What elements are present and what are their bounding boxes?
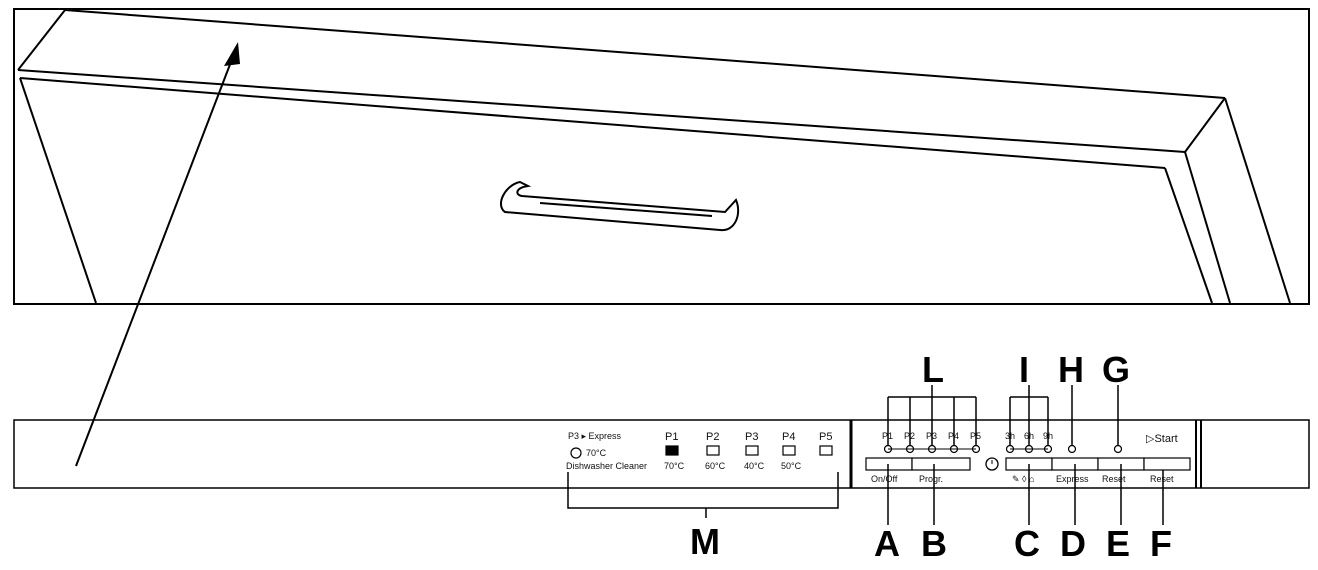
door-side-right-inner xyxy=(1164,167,1213,304)
bracket-m xyxy=(567,472,839,518)
panel-outline xyxy=(13,419,1310,489)
reset-bottom-label: Reset xyxy=(1150,474,1174,484)
program-name: P4 xyxy=(782,431,795,443)
door-frame xyxy=(13,8,1310,305)
leader-lines xyxy=(887,385,1164,525)
dishwasher-cleaner-block: P3 ▸ Express 70°C Dishwasher Cleaner xyxy=(566,431,647,471)
door-top-edge-front xyxy=(17,69,1186,153)
program-name: P2 xyxy=(706,431,719,443)
program-icon xyxy=(665,445,679,456)
program-temp: 60°C xyxy=(705,461,726,471)
dishwasher-cleaner-temp: 70°C xyxy=(586,448,607,458)
program-icon xyxy=(745,445,759,456)
program-temp: 50°C xyxy=(781,461,802,471)
callout-labels: L I H G M A B C D E F xyxy=(690,349,1172,564)
program-icon xyxy=(782,445,796,456)
door-bevel-right xyxy=(1184,97,1226,153)
control-panel: P3 ▸ Express 70°C Dishwasher Cleaner P1 7… xyxy=(13,419,1310,518)
pointer-arrow xyxy=(75,42,240,467)
program-temp: 40°C xyxy=(744,461,765,471)
door-illustration xyxy=(13,8,1310,305)
door-handle xyxy=(500,180,740,232)
program-name: P1 xyxy=(665,431,678,443)
on-off-button[interactable] xyxy=(865,457,913,471)
program-name: P3 xyxy=(745,431,758,443)
start-label: ▷Start xyxy=(1146,433,1178,445)
reset-label: Reset xyxy=(1102,474,1126,484)
on-off-label: On/Off xyxy=(871,474,898,484)
callout-h: H xyxy=(1058,349,1084,390)
cleaner-icon xyxy=(570,447,582,459)
door-top-edge-back xyxy=(64,9,1226,99)
express-label: Express xyxy=(1056,474,1089,484)
program-name: P5 xyxy=(819,431,832,443)
callout-f: F xyxy=(1150,523,1172,564)
led-h xyxy=(1067,444,1077,454)
program-label: Progr. xyxy=(919,474,943,484)
door-side-right-mid xyxy=(1184,151,1231,304)
program-icon xyxy=(819,445,833,456)
option-icons: ✎ ◊ ⌂ xyxy=(1012,474,1034,484)
door-side-left xyxy=(19,77,97,304)
door-front-face-top xyxy=(19,77,1166,169)
callout-c: C xyxy=(1014,523,1040,564)
program-icon xyxy=(706,445,720,456)
door-bevel-left xyxy=(17,9,66,71)
callout-d: D xyxy=(1060,523,1086,564)
door-handle-inner xyxy=(539,202,713,217)
arrow-head xyxy=(224,42,240,66)
callout-e: E xyxy=(1106,523,1130,564)
callout-b: B xyxy=(921,523,947,564)
callout-i: I xyxy=(1019,349,1029,390)
callout-m: M xyxy=(690,521,720,562)
dishwasher-cleaner-header: P3 ▸ Express xyxy=(568,431,622,441)
program-temp: 70°C xyxy=(664,461,685,471)
door-side-right-outer xyxy=(1224,97,1291,304)
program-symbols: P1 70°C P2 60°C P3 40°C P4 50°C P5 xyxy=(664,431,833,471)
callout-g: G xyxy=(1102,349,1130,390)
callout-a: A xyxy=(874,523,900,564)
callout-l: L xyxy=(922,349,944,390)
dishwasher-cleaner-label: Dishwasher Cleaner xyxy=(566,461,647,471)
led-g xyxy=(1113,444,1123,454)
start-button[interactable] xyxy=(1143,457,1191,471)
program-button[interactable] xyxy=(911,457,971,471)
